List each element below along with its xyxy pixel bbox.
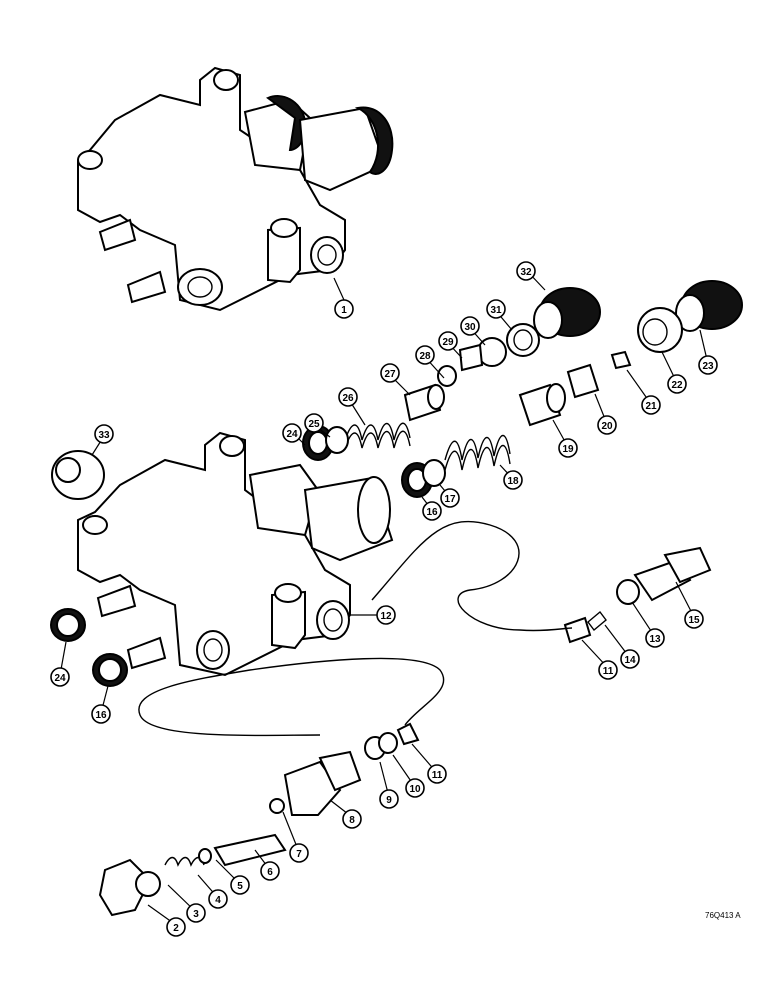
- valve-assembly-upper: [77, 66, 394, 312]
- callout-16-upper: 16: [422, 501, 442, 521]
- callout-11-right: 11: [598, 660, 618, 680]
- callout-9: 9: [379, 789, 399, 809]
- plug-33: [51, 450, 105, 500]
- svg-text:33: 33: [98, 430, 110, 441]
- callout-20: 20: [597, 415, 617, 435]
- svg-text:9: 9: [386, 795, 392, 806]
- svg-text:3: 3: [193, 909, 199, 920]
- svg-text:24: 24: [54, 673, 66, 684]
- svg-text:5: 5: [237, 881, 243, 892]
- callout-32: 32: [516, 261, 536, 281]
- svg-text:27: 27: [384, 369, 396, 380]
- callout-21: 21: [641, 395, 661, 415]
- seals-left: [50, 608, 128, 687]
- svg-text:8: 8: [349, 815, 355, 826]
- callout-12: 12: [376, 605, 396, 625]
- callout-5: 5: [230, 875, 250, 895]
- callout-14: 14: [620, 649, 640, 669]
- callout-25: 25: [304, 413, 324, 433]
- svg-text:4: 4: [215, 895, 221, 906]
- svg-text:14: 14: [624, 655, 636, 666]
- svg-text:19: 19: [562, 444, 574, 455]
- callout-16-left: 16: [91, 704, 111, 724]
- callout-4: 4: [208, 889, 228, 909]
- callout-23: 23: [698, 355, 718, 375]
- drawing-code: 76Q413 A: [705, 911, 741, 920]
- callout-19: 19: [558, 438, 578, 458]
- svg-text:20: 20: [601, 421, 613, 432]
- callout-11-lower: 11: [427, 764, 447, 784]
- callout-1: 1: [334, 299, 354, 319]
- svg-text:16: 16: [95, 710, 107, 721]
- callout-22: 22: [667, 374, 687, 394]
- spring-18: [444, 434, 511, 471]
- svg-text:17: 17: [444, 494, 456, 505]
- svg-text:12: 12: [380, 611, 392, 622]
- svg-text:30: 30: [464, 322, 476, 333]
- svg-text:25: 25: [308, 419, 320, 430]
- svg-text:23: 23: [702, 361, 714, 372]
- callout-7: 7: [289, 843, 309, 863]
- svg-text:7: 7: [296, 849, 302, 860]
- callout-15: 15: [684, 609, 704, 629]
- svg-text:2: 2: [173, 923, 179, 934]
- callout-24-left: 24: [50, 667, 70, 687]
- svg-text:11: 11: [603, 666, 614, 677]
- callout-13: 13: [645, 628, 665, 648]
- svg-text:28: 28: [419, 351, 431, 362]
- callout-27: 27: [380, 363, 400, 383]
- svg-text:18: 18: [507, 476, 519, 487]
- callout-26: 26: [338, 387, 358, 407]
- svg-text:29: 29: [442, 337, 454, 348]
- callout-6: 6: [260, 861, 280, 881]
- svg-text:15: 15: [688, 615, 700, 626]
- svg-text:11: 11: [432, 770, 443, 781]
- spring-26: [344, 422, 411, 449]
- callout-10: 10: [405, 778, 425, 798]
- callout-2: 2: [166, 917, 186, 937]
- svg-text:6: 6: [267, 867, 273, 878]
- callout-28: 28: [415, 345, 435, 365]
- callout-17: 17: [440, 488, 460, 508]
- callout-24-upper: 24: [282, 423, 302, 443]
- detail-loop-lower: [138, 657, 445, 737]
- valve-body-lower: [77, 431, 394, 677]
- svg-text:26: 26: [342, 393, 354, 404]
- callout-29: 29: [438, 331, 458, 351]
- callout-31: 31: [486, 299, 506, 319]
- callout-18: 18: [503, 470, 523, 490]
- relief-parts-bottom: [98, 722, 420, 917]
- detail-loop-upper: [371, 520, 573, 632]
- svg-text:22: 22: [671, 380, 683, 391]
- svg-text:1: 1: [341, 305, 347, 316]
- svg-text:31: 31: [490, 305, 502, 316]
- svg-text:24: 24: [286, 429, 298, 440]
- relief-parts-right: [563, 546, 712, 644]
- callout-3: 3: [186, 903, 206, 923]
- callout-8: 8: [342, 809, 362, 829]
- svg-text:10: 10: [409, 784, 421, 795]
- spool-parts-row: [302, 280, 743, 498]
- svg-text:21: 21: [645, 401, 657, 412]
- svg-text:13: 13: [649, 634, 661, 645]
- callout-30: 30: [460, 316, 480, 336]
- svg-text:32: 32: [520, 267, 532, 278]
- callout-33: 33: [94, 424, 114, 444]
- svg-text:16: 16: [426, 507, 438, 518]
